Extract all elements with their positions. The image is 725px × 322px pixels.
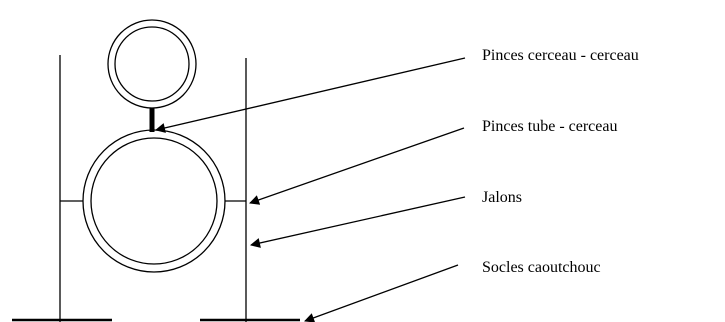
large-hoop	[82, 129, 226, 273]
arrow-stakes	[250, 196, 466, 248]
label-tube-hoop-clamps: Pinces tube - cerceau	[482, 118, 617, 135]
label-stakes: Jalons	[482, 189, 522, 206]
label-hoop-hoop-clamps: Pinces cerceau - cerceau	[482, 47, 639, 64]
arrow-rubber-bases	[304, 264, 459, 322]
top-hoop	[107, 19, 197, 109]
label-rubber-bases: Socles caoutchouc	[482, 259, 601, 276]
arrow-hoop-hoop-clamp	[155, 57, 466, 133]
arrow-tube-hoop-clamp	[249, 127, 465, 205]
